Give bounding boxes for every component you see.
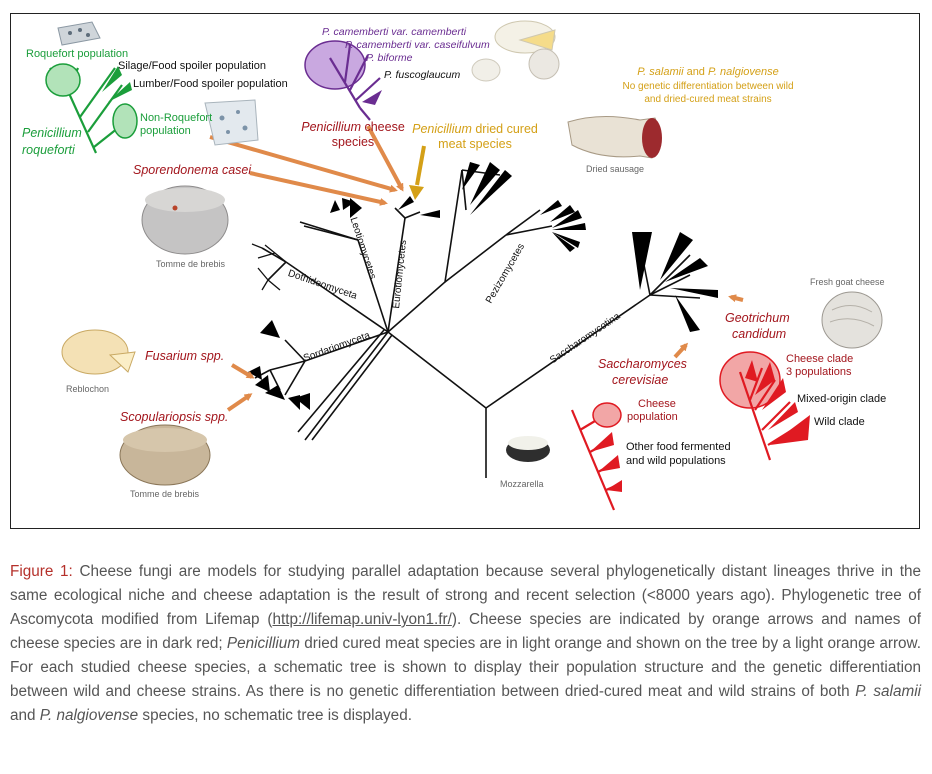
caption-part-5: species, no schematic tree is displayed. xyxy=(138,707,412,724)
non-roquefort-circle xyxy=(112,103,138,139)
gold-arrow xyxy=(415,145,426,186)
fresh-goat-cheese-label: Fresh goat cheese xyxy=(810,277,885,287)
cheese-population-label-2: population xyxy=(627,411,678,423)
cheese-population-label-1: Cheese xyxy=(638,398,676,410)
caseifulvum-label: P. camemberti var. caseifulvum xyxy=(345,39,490,51)
non-roquefort-label-2: population xyxy=(140,125,191,137)
roquefort-population-label: Roquefort population xyxy=(26,48,129,60)
caption-part-3: dried cured meat species are in light or… xyxy=(10,635,921,700)
saccharomyces-wedge-3 xyxy=(606,480,622,492)
geotrichum-label-1: Geotrichum xyxy=(725,311,790,325)
dried-sausage-image xyxy=(567,115,662,159)
mixed-origin-wedge xyxy=(768,402,798,430)
figure-label: Figure 1: xyxy=(10,563,73,580)
silage-wedge xyxy=(102,66,122,92)
roquefort-circle xyxy=(45,63,81,97)
camemberti-schematic-tree xyxy=(329,44,381,121)
salamii-nalgiovense-label: P. salamii and P. nalgiovense xyxy=(608,66,808,79)
geotrichum-wedge-2 xyxy=(755,362,775,395)
non-roquefort-cheese-image xyxy=(204,99,259,146)
saccharomyces-wedge-2 xyxy=(598,455,620,472)
caption-italic-penicillium: Penicillium xyxy=(226,635,301,652)
penicillium-meat-species-line2: meat species xyxy=(438,137,512,151)
saccharomyces-label-1: Saccharomyces xyxy=(598,357,687,371)
camembert-image xyxy=(471,20,560,82)
geotrichum-wedge-1 xyxy=(745,360,758,382)
caption-italic-salamii: P. salamii xyxy=(855,683,921,700)
sporendonema-casei-label: Sporendonema casei xyxy=(133,163,252,177)
saccharomyces-label-2: cerevisiae xyxy=(612,373,669,387)
tomme-de-brebis-2-image xyxy=(119,424,211,486)
penicillium-roqueforti-label-2: roqueforti xyxy=(22,143,75,157)
biforme-label: P. biforme xyxy=(366,52,413,64)
lumber-population-label: Lumber/Food spoiler population xyxy=(133,78,288,90)
caption-part-4: and xyxy=(10,707,40,724)
caption-part-2: ). Cheese species are indicated by orang… xyxy=(10,611,921,652)
mozzarella-label: Mozzarella xyxy=(500,479,544,489)
geotrichum-wedge-3 xyxy=(762,378,786,410)
saccharomyces-wedge-1 xyxy=(590,432,614,452)
lumber-wedge xyxy=(108,82,132,102)
mixed-origin-clade-label: Mixed-origin clade xyxy=(797,393,887,405)
salamii-and: and xyxy=(683,66,708,78)
caption-italic-nalgiovense: P. nalgiovense xyxy=(39,707,139,724)
wild-clade-wedge xyxy=(770,415,810,445)
other-food-label-1: Other food fermented xyxy=(626,441,731,453)
cheese-clade-label-2: 3 populations xyxy=(786,366,852,378)
roquefort-cheese-image xyxy=(57,21,101,46)
penicillium-meat-species-suffix: dried cured xyxy=(471,122,538,136)
gold-arrow-head xyxy=(409,185,424,200)
camemberti-label: P. camemberti var. camemberti xyxy=(322,26,467,38)
cheese-clade-label-1: Cheese clade xyxy=(786,353,854,365)
other-food-label-2: and wild populations xyxy=(626,455,726,467)
wild-clade-label: Wild clade xyxy=(814,416,865,428)
fusarium-label: Fusarium spp. xyxy=(145,349,225,363)
no-differentiation-label-1: No genetic differentiation between wild xyxy=(622,81,794,92)
geotrichum-label-2: candidum xyxy=(732,327,787,341)
cheese-population-circle xyxy=(592,402,622,428)
reblochon-image xyxy=(61,329,136,375)
tomme-de-brebis-1-label: Tomme de brebis xyxy=(156,259,226,269)
tomme-de-brebis-2-label: Tomme de brebis xyxy=(130,489,200,499)
fuscoglaucum-wedge xyxy=(362,90,382,105)
no-differentiation-label-2: and dried-cured meat strains xyxy=(644,94,772,105)
figure-caption: Figure 1: Cheese fungi are models for st… xyxy=(10,560,921,728)
penicillium-cheese-species-line2: species xyxy=(331,135,375,149)
reblochon-label: Reblochon xyxy=(66,384,110,394)
nalgiovense-italic: P. nalgiovense xyxy=(707,66,779,78)
orange-arrows xyxy=(209,125,744,412)
penicillium-roqueforti-label-1: Penicillium xyxy=(22,126,82,140)
dried-sausage-label: Dried sausage xyxy=(586,164,645,174)
penicillium-cheese-species-suffix: cheese xyxy=(360,120,405,134)
penicillium-meat-species-italic: Penicillium xyxy=(412,122,472,136)
tomme-de-brebis-1-image xyxy=(141,185,229,255)
penicillium-cheese-species-italic: Penicillium xyxy=(301,120,361,134)
ascomycota-tree xyxy=(254,169,701,478)
silage-population-label: Silage/Food spoiler population xyxy=(118,60,266,72)
fuscoglaucum-label: P. fuscoglaucum xyxy=(384,69,461,81)
fresh-goat-cheese-image xyxy=(821,291,883,349)
salamii-italic: P. salamii xyxy=(637,66,684,78)
caption-part-1: Cheese fungi are models for studying par… xyxy=(10,563,921,628)
dothideomyceta-branches xyxy=(251,243,287,291)
clade-wedges xyxy=(248,162,718,410)
mozzarella-image xyxy=(506,436,550,462)
scopulariopsis-label: Scopulariopsis spp. xyxy=(120,410,229,424)
non-roquefort-label-1: Non-Roquefort xyxy=(140,112,213,124)
lifemap-link[interactable]: http://lifemap.univ-lyon1.fr/ xyxy=(272,611,452,628)
